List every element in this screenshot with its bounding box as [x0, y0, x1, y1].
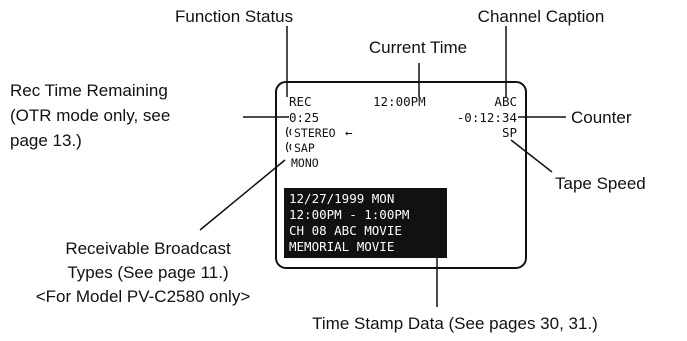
- osd-mono: MONO: [291, 156, 319, 170]
- leader-receivable-broadcast: [199, 159, 286, 231]
- label-tape-speed: Tape Speed: [555, 174, 646, 193]
- label-time-stamp: Time Stamp Data (See pages 30, 31.): [312, 314, 598, 333]
- time-stamp-box: 12/27/1999 MON 12:00PM - 1:00PM CH 08 AB…: [284, 188, 447, 258]
- osd-counter: -0:12:34: [457, 110, 517, 125]
- label-receivable-line3: <For Model PV-C2580 only>: [36, 287, 251, 306]
- label-rec-time-line3: page 13.): [10, 131, 82, 150]
- label-current-time: Current Time: [369, 38, 467, 57]
- leader-tape-speed: [510, 139, 553, 173]
- label-receivable-line1: Receivable Broadcast: [65, 239, 231, 258]
- osd-channel-caption: ABC: [494, 94, 517, 109]
- label-receivable-line2: Types (See page 11.): [67, 263, 228, 282]
- label-rec-time-line2: (OTR mode only, see: [10, 106, 170, 125]
- osd-function-status: REC: [289, 94, 312, 109]
- stereo-indicator: STEREO ←: [285, 125, 353, 140]
- osd-rec-time: 0:25: [289, 110, 319, 125]
- broadcast-signal-icon: [285, 126, 292, 138]
- label-rec-time-line1: Rec Time Remaining: [10, 81, 168, 100]
- sap-indicator: SAP: [285, 141, 315, 155]
- time-stamp-line: CH 08 ABC MOVIE: [289, 223, 402, 238]
- osd-current-time: 12:00PM: [373, 94, 426, 109]
- broadcast-signal-icon: [285, 141, 292, 153]
- osd-sap: SAP: [294, 141, 315, 155]
- time-stamp-line: 12/27/1999 MON: [289, 191, 394, 206]
- time-stamp-line: 12:00PM - 1:00PM: [289, 207, 409, 222]
- time-stamp-line: MEMORIAL MOVIE: [289, 239, 394, 254]
- label-channel-caption: Channel Caption: [478, 7, 605, 26]
- osd-tape-speed: SP: [502, 125, 517, 140]
- osd-stereo: STEREO: [294, 126, 336, 140]
- arrow-left-icon: ←: [345, 125, 353, 140]
- label-function-status: Function Status: [175, 7, 293, 26]
- label-counter: Counter: [571, 108, 632, 127]
- time-stamp-background: [284, 188, 447, 258]
